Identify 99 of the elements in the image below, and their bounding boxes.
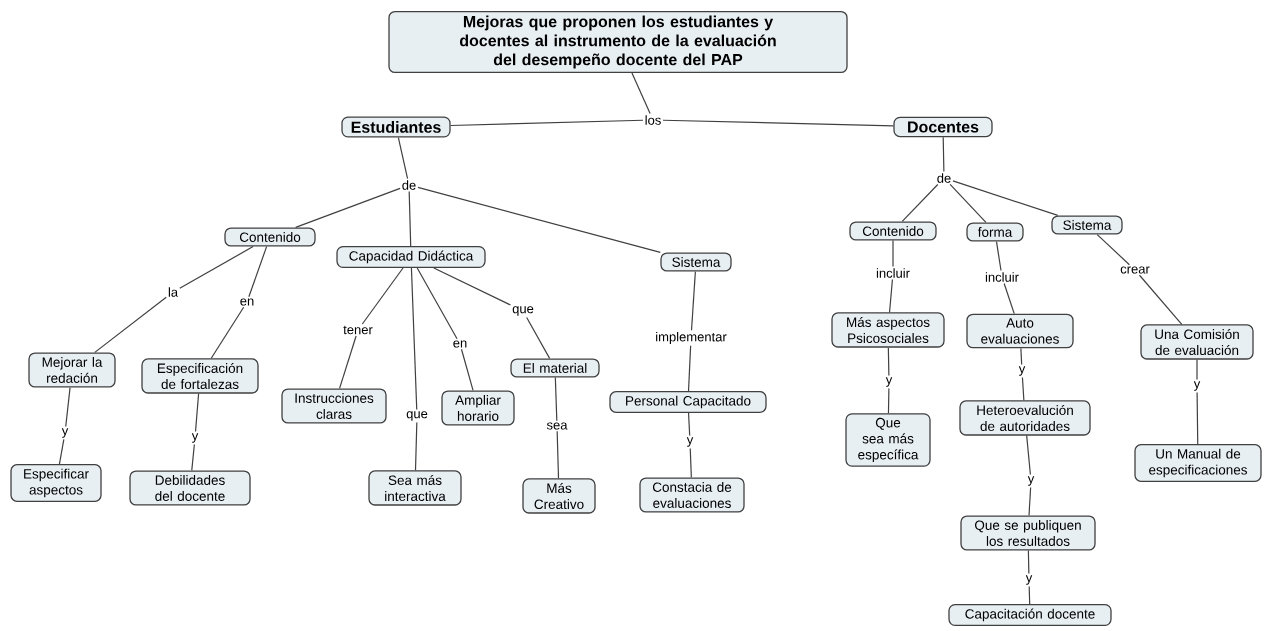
linking-phrase: y (885, 377, 893, 387)
linking-phrase: que (512, 306, 534, 316)
connector-line (942, 136, 945, 173)
connector-line (397, 136, 409, 180)
connector-line (410, 267, 418, 411)
connector-line (887, 387, 890, 414)
connector-line (414, 421, 418, 471)
connector-line (295, 187, 401, 228)
connector-line (361, 267, 404, 325)
connector-line (662, 119, 894, 127)
linking-phrase: en (240, 298, 254, 306)
connector-line (995, 241, 1002, 272)
linking-phrase: implementar (656, 331, 727, 345)
connector-line (191, 443, 195, 471)
connector-line (1020, 347, 1023, 366)
connector-line (892, 240, 894, 268)
connector-line (554, 377, 558, 422)
connector-line (338, 335, 357, 389)
connector-line (65, 387, 71, 428)
linking-phrase: y (1018, 366, 1026, 376)
connector-line (179, 246, 254, 289)
concept-box: Sistema (1051, 215, 1123, 235)
connector-line (949, 183, 987, 223)
connector-line (1096, 234, 1130, 266)
connector-line (433, 267, 512, 306)
concept-box: Un Manual de especificaciones (1134, 444, 1262, 482)
connector-line (248, 246, 268, 298)
linking-phrase: sea (546, 422, 568, 430)
concept-box: Personal Capacitado (609, 391, 767, 413)
connector-line (1028, 585, 1031, 605)
concept-box: Capacitación docente (948, 603, 1112, 626)
connector-line (1196, 391, 1199, 445)
linking-phrase: la (168, 287, 179, 297)
concept-box: Capacidad Didáctica (336, 245, 486, 268)
connector-line (210, 306, 245, 359)
connector-line (450, 119, 644, 127)
linking-phrase: incluir (985, 272, 1019, 282)
connector-line (194, 393, 200, 433)
concept-box: Sistema (660, 252, 732, 272)
concept-box: Auto evaluaciones (966, 313, 1074, 349)
connector-line (1196, 359, 1198, 381)
connector-line (689, 447, 692, 478)
concept-box: Una Comisión de evaluación (1140, 324, 1254, 360)
connector-line (952, 180, 1059, 216)
concept-box: Mejorar la redación (28, 352, 116, 388)
connector-line (556, 430, 560, 479)
linking-phrase: en (453, 340, 467, 348)
connector-line (687, 412, 691, 437)
connector-line (1028, 486, 1032, 516)
connector-line (417, 186, 661, 254)
concept-box: Especificación de fortalezas (141, 358, 259, 394)
concept-box: Instrucciones claras (281, 388, 387, 424)
connector-line (58, 438, 65, 465)
connector-line (1021, 376, 1025, 401)
concept-box: Especificar aspectos (10, 464, 102, 502)
concept-box: Que sea más específica (845, 413, 931, 467)
concept-box: Constacia de evaluaciones (639, 477, 745, 513)
connector-line (416, 267, 458, 340)
connector-line (1026, 435, 1031, 476)
linking-phrase: y (1027, 476, 1035, 486)
concept-box: Sea más interactiva (368, 470, 462, 506)
connector-line (94, 296, 167, 353)
connector-line (460, 348, 474, 391)
linking-phrase: y (61, 428, 69, 438)
concept-box: El material (510, 358, 600, 378)
linking-phrase: y (1025, 575, 1033, 585)
connector-line (1003, 282, 1015, 315)
title-box: Mejoras que proponen los estudiantes y docentes al instrumento de la evaluación del desempeño docente del PAP (388, 10, 848, 74)
connector-line (901, 183, 939, 222)
concept-box: Ampliar horario (441, 390, 515, 426)
linking-phrase: de (402, 180, 416, 190)
connector-line (690, 271, 696, 331)
concept-box: forma (966, 222, 1024, 242)
concept-box: Más aspectos Psicosociales (831, 312, 945, 348)
connector-line (687, 345, 692, 392)
linking-phrase: los (645, 115, 661, 125)
connector-line (408, 190, 412, 247)
connector-line (526, 316, 551, 359)
linking-phrase: que (406, 411, 428, 421)
linking-phrase: crear (1120, 266, 1150, 274)
connector-line (1138, 274, 1183, 325)
concept-box: Debilidades del docente (129, 470, 251, 506)
concept-box: Que se publiquen los resultados (960, 515, 1096, 551)
concept-box: Contenido (849, 221, 937, 241)
concept-box: Más Creativo (522, 478, 596, 514)
connector-line (887, 347, 890, 377)
linking-phrase: y (191, 433, 199, 443)
connector-line (888, 278, 894, 313)
concept-box: Estudiantes (341, 116, 451, 138)
concept-box: Heteroevalución de autoridades (959, 400, 1091, 436)
concept-box: Contenido (224, 227, 316, 247)
concept-box: Docentes (893, 116, 993, 138)
linking-phrase: incluir (876, 268, 910, 278)
connector-line (1027, 550, 1030, 575)
linking-phrase: tener (343, 325, 373, 335)
linking-phrase: y (1193, 381, 1201, 391)
linking-phrase: y (686, 437, 694, 447)
linking-phrase: de (937, 173, 951, 183)
connector-line (631, 72, 651, 115)
